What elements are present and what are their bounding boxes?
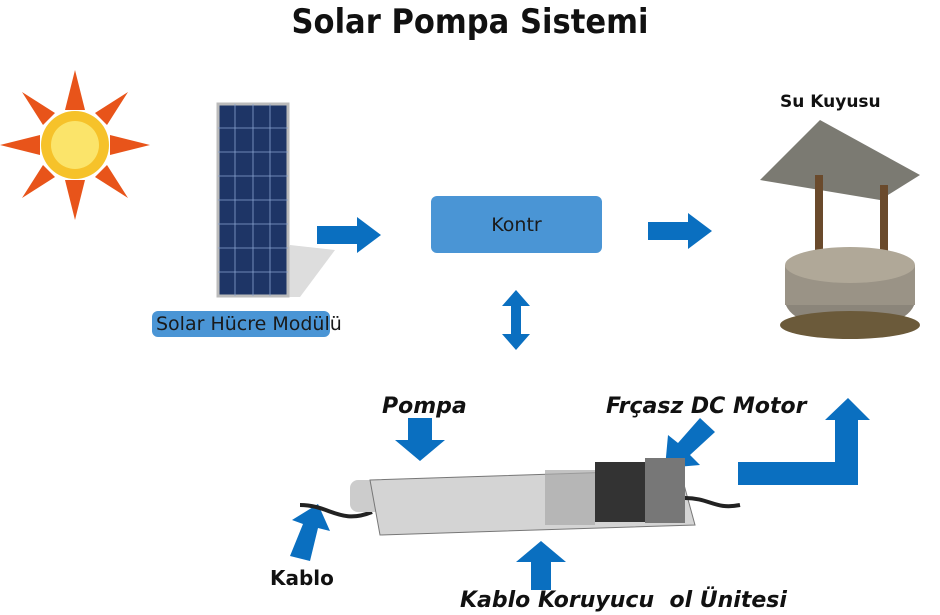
controller-box: Kontr — [431, 196, 602, 253]
motor-label: Frçasz DC Motor — [606, 394, 807, 419]
pump-icon — [299, 458, 741, 536]
sun-icon — [0, 70, 150, 220]
controller-label: Kontr — [491, 213, 542, 236]
control-unit-label: Kablo Koruyucu ol Ünitesi — [460, 588, 787, 613]
cable-label: Kablo — [270, 566, 334, 590]
arrow-down-left-icon — [665, 418, 715, 468]
page-title: Solar Pompa Sistemi — [291, 2, 649, 42]
solar-module-label: Solar Hücre Modülü — [152, 311, 342, 337]
water-well-icon — [760, 120, 920, 339]
arrow-down-icon — [395, 418, 445, 461]
solar-panel-icon — [216, 102, 335, 298]
solar-module-label-highlight: Solar Hücre Modül — [152, 311, 330, 337]
well-label: Su Kuyusu — [780, 92, 881, 112]
double-arrow-icon — [502, 290, 530, 350]
arrow-up-icon — [516, 541, 566, 590]
arrow-right-icon — [648, 213, 712, 249]
solar-module-label-rest: ü — [329, 313, 342, 335]
pump-label: Pompa — [382, 394, 467, 419]
arrow-up-right-icon — [738, 398, 870, 485]
arrow-up-right-icon — [290, 504, 330, 561]
arrow-right-icon — [317, 217, 381, 253]
